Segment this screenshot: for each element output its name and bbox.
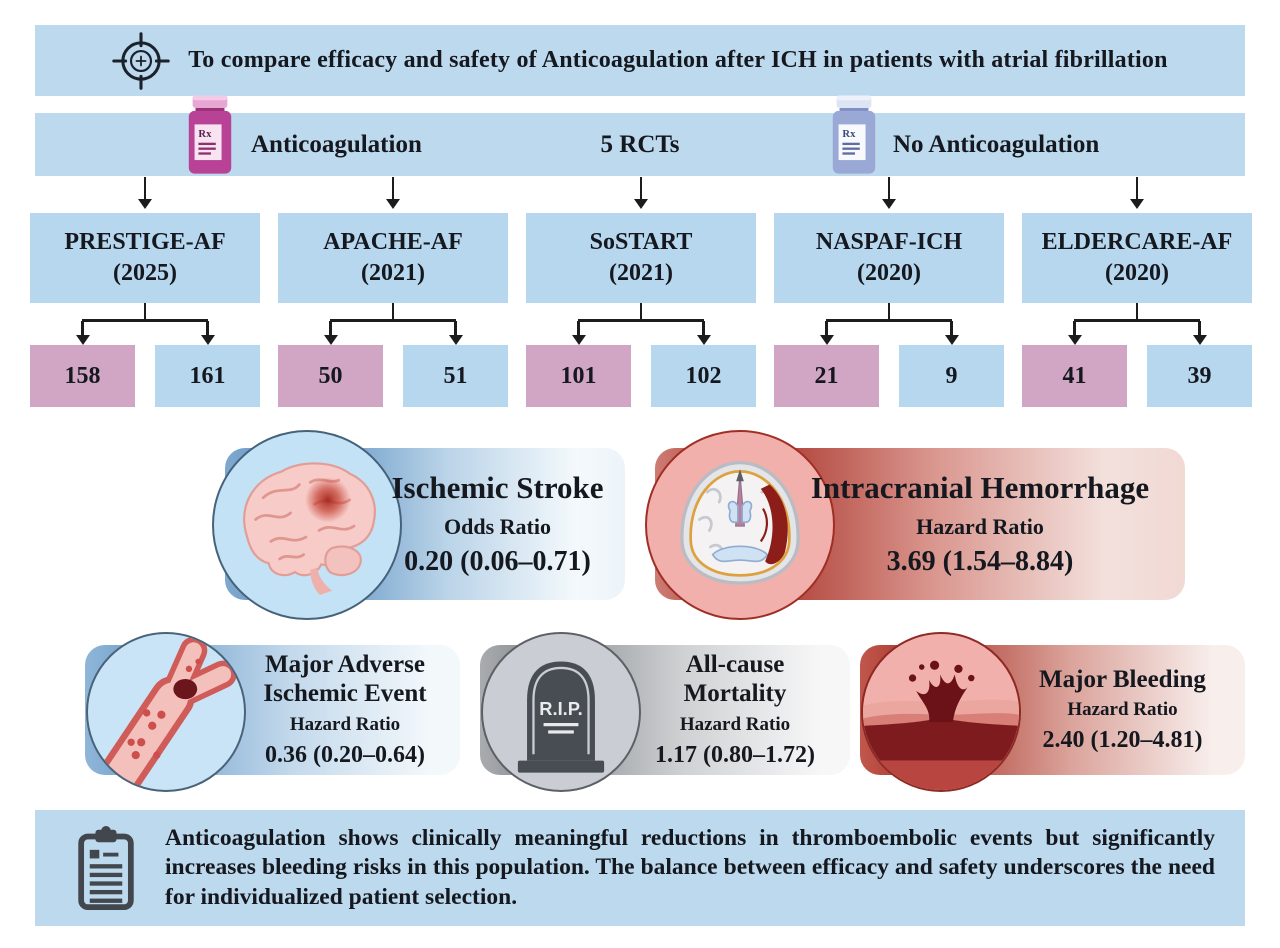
arrow-down-icon (634, 177, 648, 209)
svg-text:R.I.P.: R.I.P. (539, 698, 583, 719)
arrow-down-icon (1192, 321, 1207, 345)
intracranial-hemorrhage-text: Intracranial Hemorrhage Hazard Ratio 3.6… (810, 448, 1150, 600)
trial-column-naspaf-ich: NASPAF-ICH (2020) 21 9 (774, 213, 1004, 407)
arrow-down-icon (448, 321, 463, 345)
no-anticoagulation-n: 161 (155, 345, 260, 407)
trial-year: (2025) (113, 260, 177, 286)
connector-line (329, 319, 456, 322)
objective-text: To compare efficacy and safety of Antico… (188, 47, 1168, 73)
clipboard-icon (78, 825, 134, 911)
anticoagulation-n: 50 (278, 345, 383, 407)
arrow-down-icon (571, 321, 586, 345)
trial-year: (2021) (609, 260, 673, 286)
svg-text:Rx: Rx (198, 129, 212, 140)
arrow-down-icon (944, 321, 959, 345)
ischemic-stroke-text: Ischemic Stroke Odds Ratio 0.20 (0.06–0.… (380, 448, 615, 600)
rct-count-label: 5 RCTs (600, 131, 680, 158)
brain-hemorrhage-icon (645, 430, 835, 620)
anticoagulation-n: 41 (1022, 345, 1127, 407)
vessel-clot-icon (86, 632, 246, 792)
connector-line (639, 303, 643, 320)
outcome-measure: Hazard Ratio (1067, 699, 1178, 721)
arrow-down-icon (696, 321, 711, 345)
anticoagulation-arm-label: Anticoagulation (251, 131, 422, 158)
trial-column-eldercare-af: ELDERCARE-AF (2020) 41 39 (1022, 213, 1252, 407)
arrow-down-icon (819, 321, 834, 345)
arrow-down-icon (200, 321, 215, 345)
anticoagulation-n: 101 (526, 345, 631, 407)
connector-line (887, 303, 891, 320)
trial-column-prestige-af: PRESTIGE-AF (2025) 158 161 (30, 213, 260, 407)
arrow-down-icon (1067, 321, 1082, 345)
arrow-down-icon (138, 177, 152, 209)
trial-box: PRESTIGE-AF (2025) (30, 213, 260, 303)
outcome-value: 0.20 (0.06–0.71) (404, 545, 591, 577)
no-anticoagulation-arm-label: No Anticoagulation (893, 131, 1100, 158)
no-anticoagulation-n: 102 (651, 345, 756, 407)
tombstone-icon: R.I.P. (481, 632, 641, 792)
outcome-value: 3.69 (1.54–8.84) (886, 545, 1074, 577)
connector-line (391, 303, 395, 320)
connector-line (825, 319, 952, 322)
all-cause-mortality-text: All-cause Mortality Hazard Ratio 1.17 (0… (635, 645, 835, 775)
trial-year: (2020) (857, 260, 921, 286)
outcome-measure: Odds Ratio (444, 513, 551, 539)
trial-box: APACHE-AF (2021) (278, 213, 508, 303)
trial-name: PRESTIGE-AF (64, 228, 226, 255)
outcome-title: All-cause Mortality (683, 651, 787, 707)
outcome-title: Major Adverse Ischemic Event (263, 651, 427, 707)
target-icon (112, 31, 171, 90)
outcome-value: 1.17 (0.80–1.72) (655, 741, 815, 768)
outcome-value: 2.40 (1.20–4.81) (1042, 727, 1203, 754)
major-adverse-ischemic-event-text: Major Adverse Ischemic Event Hazard Rati… (245, 645, 445, 775)
trial-box: ELDERCARE-AF (2020) (1022, 213, 1252, 303)
anticoagulation-n: 21 (774, 345, 879, 407)
trial-name: ELDERCARE-AF (1041, 228, 1233, 255)
arrow-down-icon (882, 177, 896, 209)
outcome-title: Ischemic Stroke (391, 470, 604, 506)
major-bleeding-text: Major Bleeding Hazard Ratio 2.40 (1.20–4… (1015, 645, 1230, 775)
no-anticoagulation-n: 9 (899, 345, 1004, 407)
trial-year: (2021) (361, 260, 425, 286)
connector-line (143, 303, 147, 320)
connector-line (81, 319, 208, 322)
connector-line (1135, 303, 1139, 320)
outcome-title: Intracranial Hemorrhage (810, 470, 1150, 506)
outcome-measure: Hazard Ratio (916, 513, 1044, 539)
arrow-down-icon (75, 321, 90, 345)
brain-ischemic-stroke-icon (212, 430, 402, 620)
outcome-value: 0.36 (0.20–0.64) (265, 741, 425, 768)
trial-column-apache-af: APACHE-AF (2021) 50 51 (278, 213, 508, 407)
trial-year: (2020) (1105, 260, 1169, 286)
trial-name: SoSTART (589, 228, 693, 255)
bleeding-vessel-icon (861, 632, 1021, 792)
arrow-down-icon (1130, 177, 1144, 209)
connector-line (577, 319, 704, 322)
anticoagulation-pill-bottle-icon: Rx (188, 95, 232, 174)
arrow-down-icon (386, 177, 400, 209)
anticoagulation-n: 158 (30, 345, 135, 407)
trial-box: NASPAF-ICH (2020) (774, 213, 1004, 303)
svg-text:Rx: Rx (842, 129, 856, 140)
trial-column-sostart: SoSTART (2021) 101 102 (526, 213, 756, 407)
outcome-title: Major Bleeding (1039, 665, 1206, 693)
no-anticoagulation-n: 51 (403, 345, 508, 407)
conclusion-text: Anticoagulation shows clinically meaning… (165, 825, 1215, 910)
outcome-measure: Hazard Ratio (289, 713, 401, 735)
no-anticoagulation-pill-bottle-icon: Rx (832, 95, 876, 174)
objective-banner: To compare efficacy and safety of Antico… (35, 25, 1245, 96)
trial-box: SoSTART (2021) (526, 213, 756, 303)
trial-name: NASPAF-ICH (815, 228, 963, 255)
no-anticoagulation-n: 39 (1147, 345, 1252, 407)
arms-banner (35, 113, 1245, 176)
conclusion-banner: Anticoagulation shows clinically meaning… (35, 810, 1245, 926)
trial-name: APACHE-AF (323, 228, 463, 255)
outcome-measure: Hazard Ratio (679, 713, 791, 735)
connector-line (1073, 319, 1200, 322)
arrow-down-icon (323, 321, 338, 345)
